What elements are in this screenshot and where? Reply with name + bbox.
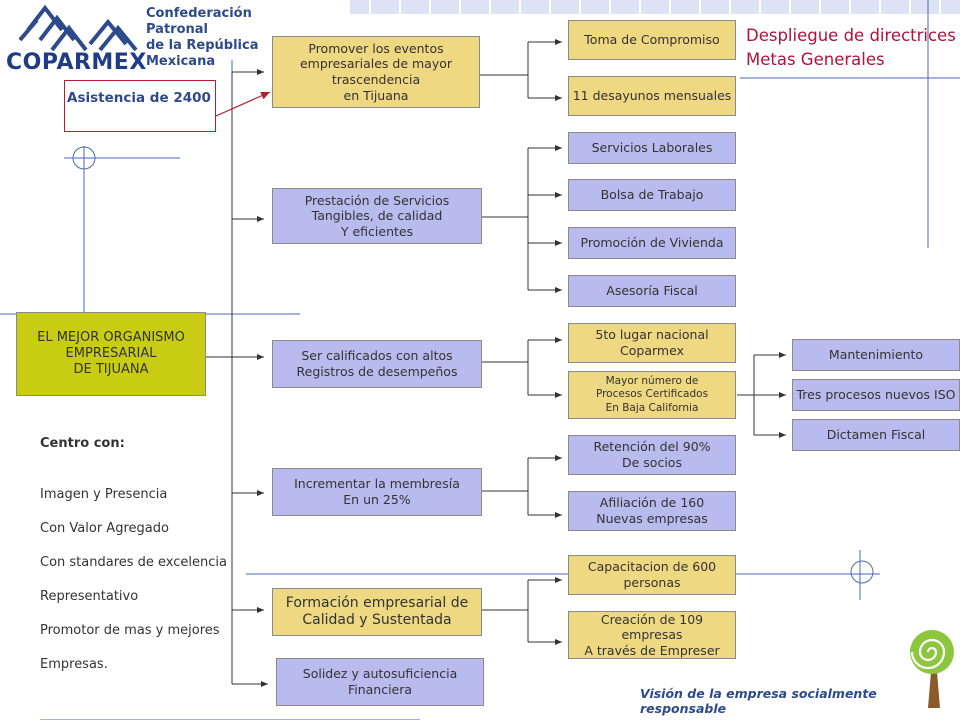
center-item: Imagen y Presencia: [40, 487, 168, 502]
center-heading: Centro con:: [40, 436, 125, 451]
goal-certified-processes: Mayor número de Procesos Certificados En…: [568, 371, 736, 419]
callout-arrow: [215, 91, 271, 117]
page-subtitle: Metas Generales: [746, 50, 885, 69]
goal-breakfasts: 11 desayunos mensuales: [568, 76, 736, 116]
goal-commitment: Toma de Compromiso: [568, 20, 736, 60]
objective-performance: Ser calificados con altos Registros de d…: [272, 340, 482, 388]
attendance-callout: Asistencia de 2400: [64, 80, 216, 132]
org-name-line: Patronal: [146, 22, 208, 37]
footer-motto: Visión de la empresa socialmente respons…: [640, 686, 877, 716]
objective-events: Promover los eventos empresariales de ma…: [272, 36, 480, 108]
subgoal-maintenance: Mantenimiento: [792, 339, 960, 371]
org-name: Confederación Patronal de la República M…: [146, 6, 259, 70]
center-item: Con standares de excelencia: [40, 555, 227, 570]
org-name-line: Confederación: [146, 6, 252, 21]
coparmex-wordmark: COPARMEX: [6, 50, 147, 75]
org-name-line: Mexicana: [146, 54, 216, 69]
goal-housing: Promoción de Vivienda: [568, 227, 736, 259]
root-node: EL MEJOR ORGANISMO EMPRESARIAL DE TIJUAN…: [16, 312, 206, 396]
center-description: Centro con: Imagen y Presencia Con Valor…: [40, 418, 227, 690]
center-item: Representativo: [40, 589, 139, 604]
objective-membership: Incrementar la membresía En un 25%: [272, 468, 482, 516]
tree-icon: [910, 630, 954, 708]
decor-top-bar: [350, 0, 960, 14]
subgoal-tax-audit: Dictamen Fiscal: [792, 419, 960, 451]
center-item: Promotor de mas y mejores: [40, 623, 220, 638]
subgoal-iso: Tres procesos nuevos ISO: [792, 379, 960, 411]
goal-new-companies: Creación de 109 empresas A través de Emp…: [568, 611, 736, 659]
goal-job-board: Bolsa de Trabajo: [568, 179, 736, 211]
org-name-line: de la República: [146, 38, 259, 53]
page-title: Despliegue de directrices: [746, 26, 956, 45]
goal-national-rank: 5to lugar nacional Coparmex: [568, 323, 736, 363]
goal-labor-services: Servicios Laborales: [568, 132, 736, 164]
connector-lines: [206, 39, 786, 687]
objective-training: Formación empresarial de Calidad y Suste…: [272, 588, 482, 636]
goal-retention: Retención del 90% De socios: [568, 435, 736, 475]
objective-services: Prestación de Servicios Tangibles, de ca…: [272, 188, 482, 244]
goal-affiliation: Afiliación de 160 Nuevas empresas: [568, 491, 736, 531]
center-item: Empresas.: [40, 657, 108, 672]
center-item: Con Valor Agregado: [40, 521, 169, 536]
goal-tax-advice: Asesoría Fiscal: [568, 275, 736, 307]
objective-finance: Solidez y autosuficiencia Financiera: [276, 658, 484, 706]
coparmex-logo-mark: [18, 4, 138, 52]
goal-training-people: Capacitacion de 600 personas: [568, 555, 736, 595]
